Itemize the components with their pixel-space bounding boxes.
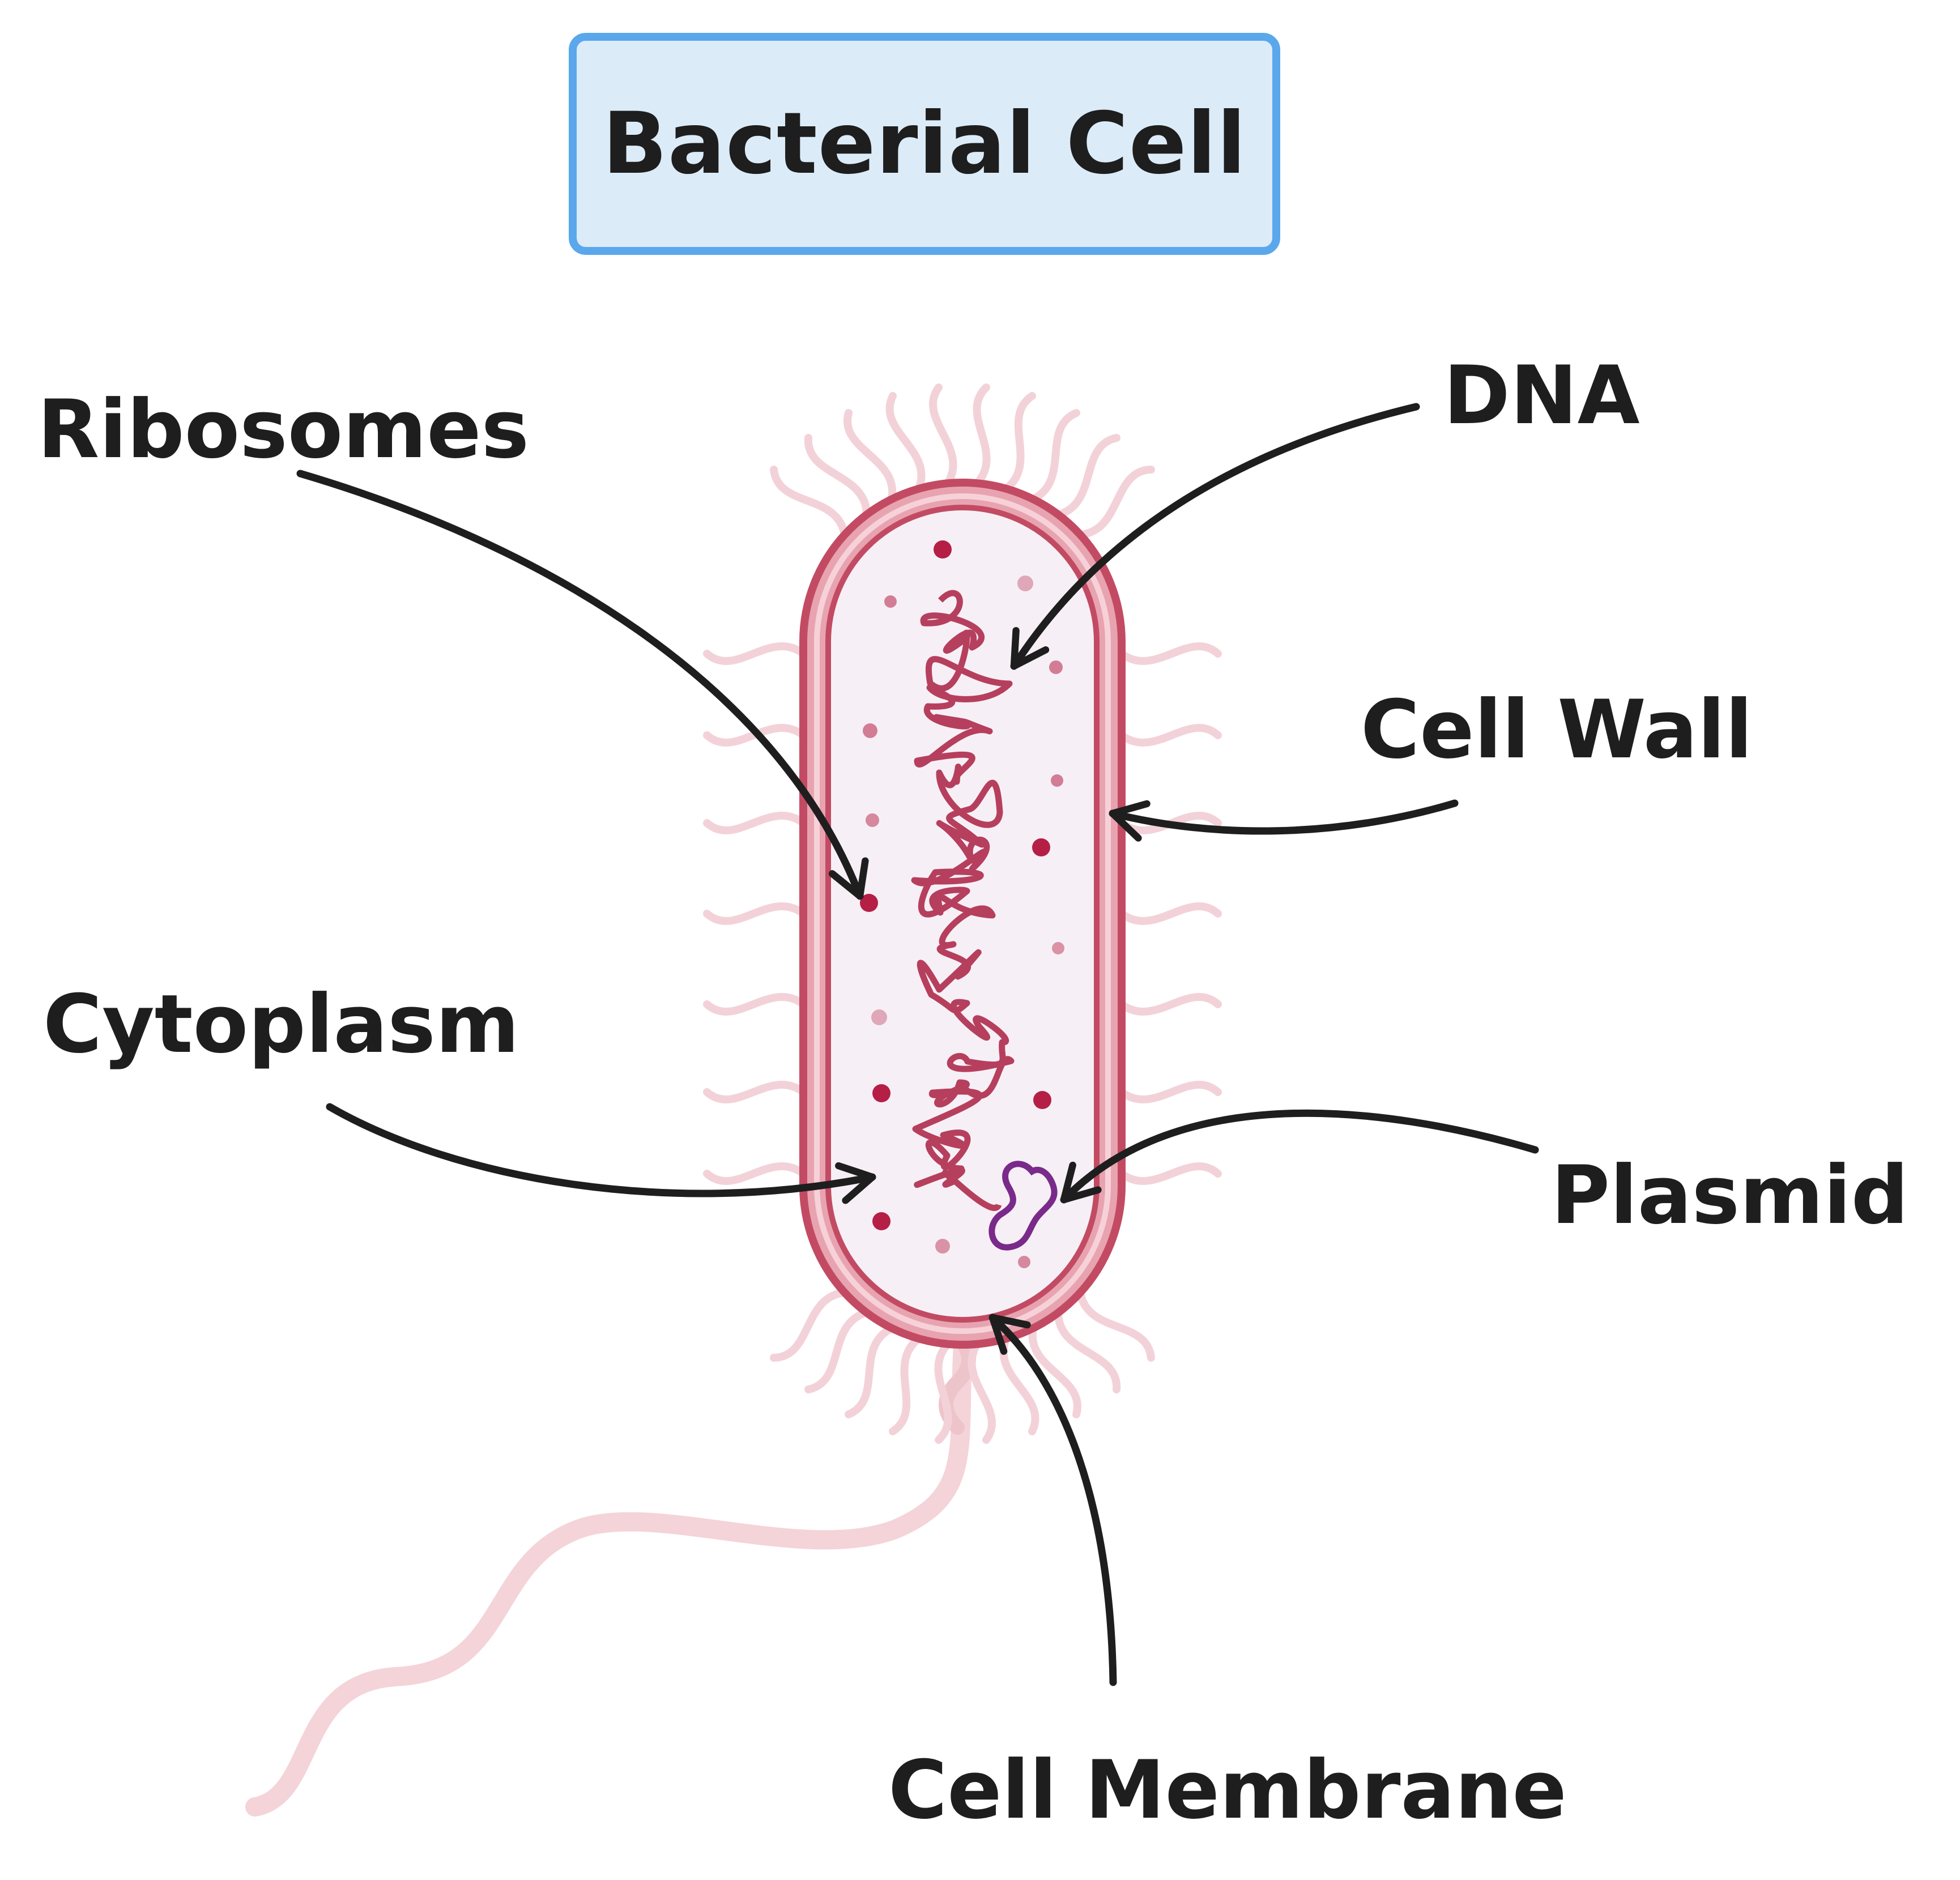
pilus: [968, 1340, 996, 1444]
pilus: [1029, 409, 1080, 503]
diagram-title: Bacterial Cell: [602, 95, 1247, 193]
pilus: [703, 1162, 807, 1185]
ribosome: [1032, 838, 1050, 856]
arrow-cytoplasm: [326, 1103, 876, 1204]
pilus: [1118, 993, 1222, 1016]
pilus: [1118, 902, 1222, 925]
ribosome: [872, 1212, 890, 1230]
pilus: [843, 409, 897, 503]
plasmid: [988, 1161, 1058, 1251]
pilus: [804, 1308, 871, 1393]
pilus: [1054, 1308, 1121, 1393]
arrow-ribosomes: [296, 470, 869, 900]
ribosome: [871, 1009, 887, 1025]
ribosome: [1033, 1091, 1051, 1109]
pilus: [1076, 466, 1155, 539]
cell-wall-band: [814, 493, 1111, 1334]
ribosome: [1049, 660, 1063, 674]
ribosome: [1052, 942, 1064, 954]
pilus: [804, 434, 871, 519]
dna-nucleoid: [911, 590, 1015, 1211]
label-ribosomes: Ribosomes: [37, 383, 530, 476]
ribosome: [1018, 1256, 1030, 1268]
pilus: [889, 1335, 923, 1435]
pilus: [1118, 1162, 1222, 1185]
pilus: [999, 1335, 1039, 1435]
ribosome: [1017, 575, 1033, 591]
pilus: [703, 902, 807, 925]
pilus: [703, 724, 807, 747]
pilus: [1028, 1324, 1081, 1418]
ribosome: [884, 595, 897, 608]
pilus: [1118, 642, 1222, 665]
label-plasmid: Plasmid: [1551, 1149, 1909, 1242]
label-dna: DNA: [1443, 349, 1640, 442]
pilus: [703, 993, 807, 1016]
pilus: [703, 1081, 807, 1103]
title-box: Bacterial Cell: [569, 33, 1280, 255]
pilus: [845, 1324, 896, 1418]
pilus: [934, 1340, 952, 1444]
label-cytoplasm: Cytoplasm: [43, 978, 519, 1071]
ribosome: [935, 1239, 950, 1254]
pilus: [928, 383, 957, 487]
pilus: [703, 642, 807, 665]
label-cell-wall: Cell Wall: [1361, 683, 1753, 777]
pilus: [1118, 1081, 1222, 1103]
ribosome: [866, 813, 879, 827]
pilus: [1076, 1289, 1155, 1362]
arrow-dna: [1010, 403, 1420, 670]
arrow-plasmid: [1060, 1109, 1539, 1204]
pilus: [1118, 724, 1222, 747]
pilus: [1054, 434, 1120, 519]
ribosome: [872, 1084, 890, 1102]
ribosome: [934, 540, 952, 559]
flagellum: [245, 1333, 973, 1817]
label-cell-membrane: Cell Membrane: [888, 1743, 1567, 1837]
pilus: [770, 466, 849, 539]
ribosomes: [860, 540, 1064, 1268]
pilus: [1002, 392, 1036, 493]
ribosome: [1051, 774, 1063, 787]
pilus: [885, 392, 926, 493]
arrow-cell-wall: [1109, 799, 1459, 842]
ribosome: [863, 723, 877, 738]
pili: [703, 383, 1222, 1444]
pilus: [703, 812, 807, 834]
pilus: [770, 1289, 849, 1362]
arrow-cell-membrane: [988, 1314, 1117, 1686]
pilus: [973, 383, 991, 487]
